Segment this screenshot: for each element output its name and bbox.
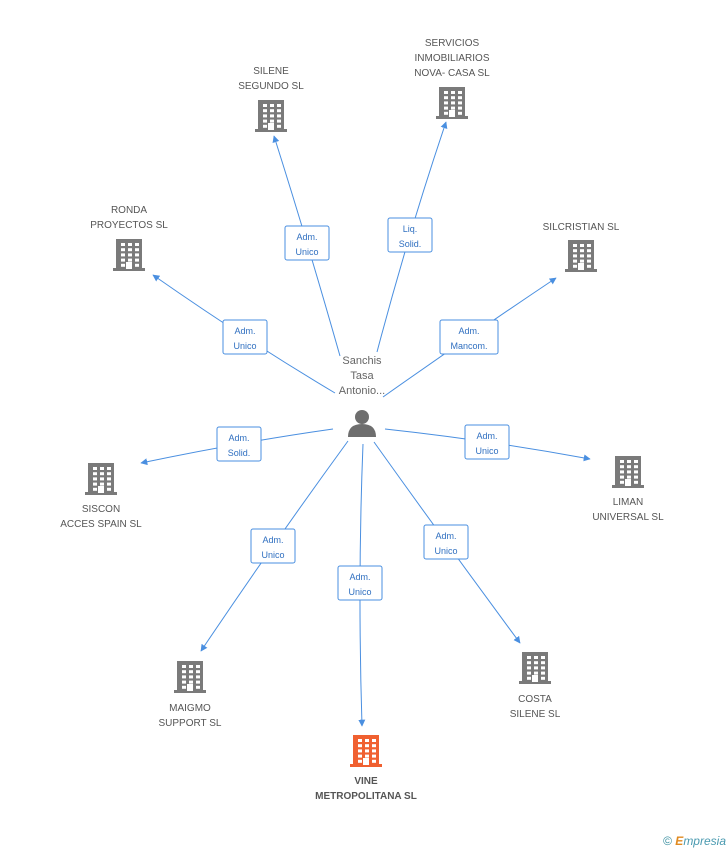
role-text: Unico — [434, 546, 457, 556]
role-text: Solid. — [228, 448, 251, 458]
company-name-siscon-acces[interactable]: SISCON — [82, 504, 120, 515]
company-name-silene-segundo[interactable]: SILENE — [253, 66, 289, 77]
role-text: Adm. — [262, 535, 283, 545]
brand-logo: Empresia — [675, 834, 726, 848]
company-name-costa-silene[interactable]: COSTA — [518, 694, 552, 705]
company-name-vine-metropolitana[interactable]: VINE — [354, 776, 378, 787]
building-icon[interactable] — [436, 87, 468, 119]
role-text: Unico — [475, 446, 498, 456]
company-name-servicios-inmobiliarios[interactable]: SERVICIOS — [425, 38, 480, 49]
role-text: Adm. — [296, 232, 317, 242]
role-box-silene-segundo: Adm. Unico — [284, 225, 330, 261]
company-name-liman-universal[interactable]: LIMAN — [613, 497, 644, 508]
person-name[interactable]: Sanchis — [342, 355, 382, 367]
company-name-ronda-proyectos[interactable]: PROYECTOS SL — [90, 220, 168, 231]
building-icon[interactable] — [255, 100, 287, 132]
role-text: Unico — [261, 550, 284, 560]
building-icon[interactable] — [612, 456, 644, 488]
company-name-costa-silene[interactable]: SILENE SL — [510, 709, 561, 720]
role-box-ronda-proyectos: Adm. Unico — [222, 319, 268, 355]
building-icon[interactable] — [350, 735, 382, 767]
company-name-silcristian[interactable]: SILCRISTIAN SL — [543, 222, 620, 233]
role-text: Unico — [295, 247, 318, 257]
role-text: Solid. — [399, 239, 422, 249]
building-icon[interactable] — [565, 240, 597, 272]
role-text: Liq. — [403, 224, 418, 234]
role-box-liman-universal: Adm. Unico — [464, 424, 510, 460]
company-name-servicios-inmobiliarios[interactable]: NOVA- CASA SL — [414, 68, 490, 79]
role-box-vine-metropolitana: Adm. Unico — [337, 565, 383, 601]
role-text: Mancom. — [450, 341, 487, 351]
role-text: Adm. — [234, 326, 255, 336]
role-text: Unico — [348, 587, 371, 597]
company-name-silene-segundo[interactable]: SEGUNDO SL — [238, 81, 304, 92]
copyright-symbol: © — [663, 834, 672, 848]
role-text: Unico — [233, 341, 256, 351]
company-name-ronda-proyectos[interactable]: RONDA — [111, 205, 147, 216]
building-icon[interactable] — [174, 661, 206, 693]
role-box-maigmo-support: Adm. Unico — [250, 528, 296, 564]
footer-brand[interactable]: © Empresia — [663, 834, 726, 848]
role-text: Adm. — [349, 572, 370, 582]
company-name-vine-metropolitana[interactable]: METROPOLITANA SL — [315, 791, 417, 802]
building-icon[interactable] — [519, 652, 551, 684]
building-icon[interactable] — [113, 239, 145, 271]
role-box-servicios-inmobiliarios: Liq. Solid. — [387, 217, 433, 253]
company-name-siscon-acces[interactable]: ACCES SPAIN SL — [60, 519, 142, 530]
role-text: Adm. — [228, 433, 249, 443]
person-name[interactable]: Antonio... — [339, 385, 385, 397]
role-box-costa-silene: Adm. Unico — [423, 524, 469, 560]
role-text: Adm. — [435, 531, 456, 541]
company-name-liman-universal[interactable]: UNIVERSAL SL — [592, 512, 664, 523]
company-name-maigmo-support[interactable]: SUPPORT SL — [159, 718, 222, 729]
role-text: Adm. — [476, 431, 497, 441]
building-icon[interactable] — [85, 463, 117, 495]
role-text: Adm. — [458, 326, 479, 336]
role-box-siscon-acces: Adm. Solid. — [216, 426, 262, 462]
person-name[interactable]: Tasa — [350, 370, 374, 382]
company-name-servicios-inmobiliarios[interactable]: INMOBILIARIOS — [414, 53, 489, 64]
person-icon[interactable] — [348, 410, 376, 437]
role-box-silcristian: Adm. Mancom. — [439, 319, 499, 355]
company-name-maigmo-support[interactable]: MAIGMO — [169, 703, 211, 714]
